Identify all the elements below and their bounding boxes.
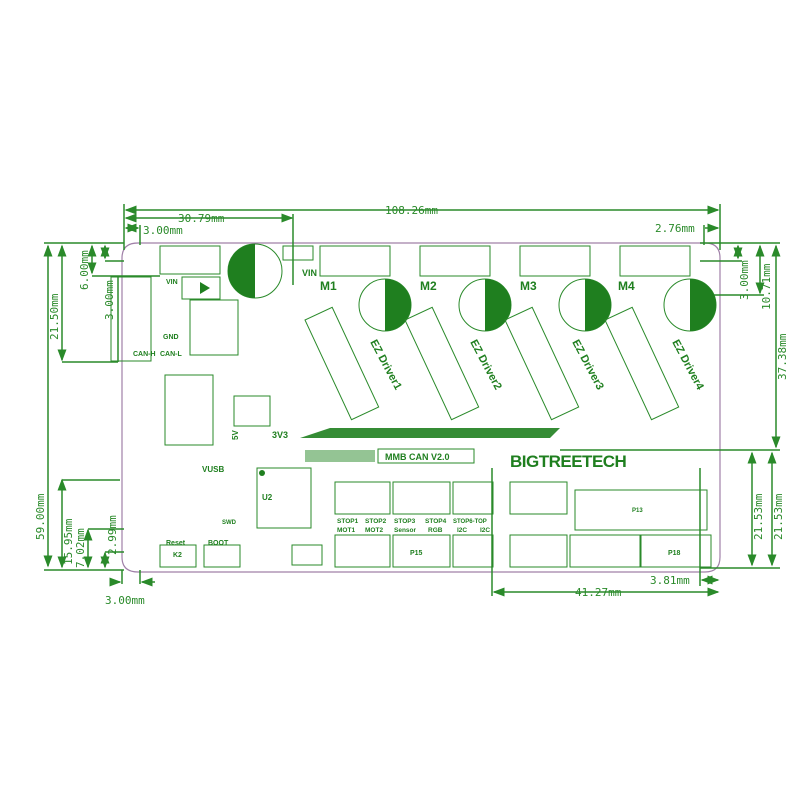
bottom-connectors: [334, 481, 712, 568]
label-swd: SWD: [222, 520, 237, 526]
label-m3: M3: [520, 279, 537, 293]
dim-left-3-00: 3.00mm: [103, 280, 116, 320]
label-mot1: MOT1: [337, 527, 355, 534]
board-name: MMB CAN V2.0: [385, 452, 450, 462]
dim-right-37-38: 37.38mm: [776, 333, 789, 380]
dim-bottom-15-95: 15.95mm: [62, 518, 75, 565]
dim-bottom-41-27: 41.27mm: [575, 586, 622, 599]
dim-left-margin-top: 3.00mm: [143, 224, 183, 237]
label-vusb: VUSB: [202, 465, 224, 474]
dim-left-21-50: 21.50mm: [48, 293, 61, 340]
driver-slots: [304, 306, 680, 421]
dim-right-3-00: 3.00mm: [738, 260, 751, 300]
label-stop4: STOP4: [425, 518, 447, 525]
label-m4: M4: [618, 279, 635, 293]
dim-total-width: 108.26mm: [385, 204, 438, 217]
dim-bottom-right-3-81: 3.81mm: [650, 574, 690, 587]
dimension-lines: [43, 204, 781, 597]
dim-right-21-53-b: 21.53mm: [772, 493, 785, 540]
label-stop6-top: STOP6-TOP: [453, 519, 487, 525]
label-stop2: STOP2: [365, 518, 387, 525]
board-outline: [121, 242, 721, 573]
dim-right-21-53-a: 21.53mm: [752, 493, 765, 540]
components: [110, 243, 717, 568]
dim-bottom-2-99: 2.99mm: [106, 515, 119, 555]
label-rgb: RGB: [428, 527, 443, 534]
dim-bottom-7-02: 7.02mm: [74, 528, 87, 568]
label-sensor: Sensor: [394, 527, 417, 534]
label-k2: K2: [173, 552, 182, 559]
label-can-l: CAN-L: [160, 351, 182, 358]
label-m1: M1: [320, 279, 337, 293]
label-stop3: STOP3: [394, 518, 416, 525]
label-vin-2: VIN: [302, 268, 317, 278]
dim-left-6-00: 6.00mm: [78, 250, 91, 290]
dim-right-margin-top: 2.76mm: [655, 222, 695, 235]
dim-right-10-71: 10.71mm: [760, 263, 773, 310]
label-boot: BOOT: [208, 540, 229, 547]
label-p13: P13: [632, 508, 643, 514]
board-labels: VIN VIN GND CAN-H CAN-L 5V 3V3 VUSB M1 M…: [133, 268, 706, 559]
label-stop1: STOP1: [337, 518, 359, 525]
label-gnd: GND: [163, 334, 179, 341]
dim-total-height: 59.00mm: [34, 493, 47, 540]
brand-logo: BIGTREETECH: [510, 452, 627, 471]
motor-connectors: [319, 245, 717, 332]
label-ez-driver2: EZ Driver2: [467, 338, 503, 392]
dim-bottom-left-3-00: 3.00mm: [105, 594, 145, 607]
label-p15: P15: [410, 550, 423, 557]
label-p18: P18: [668, 550, 681, 557]
label-5v: 5V: [231, 430, 240, 440]
dim-mount-x: 30.79mm: [178, 212, 225, 225]
label-3v3: 3V3: [272, 430, 288, 440]
label-reset: Reset: [166, 540, 186, 547]
dimension-labels: 108.26mm 30.79mm 3.00mm 2.76mm 59.00mm 2…: [34, 204, 789, 607]
label-m2: M2: [420, 279, 437, 293]
label-i2c-2: I2C: [480, 527, 490, 534]
label-ez-driver3: EZ Driver3: [569, 338, 605, 392]
label-ez-driver1: EZ Driver1: [367, 338, 403, 392]
label-i2c: I2C: [457, 527, 467, 534]
label-vin: VIN: [166, 279, 178, 286]
label-u2: U2: [262, 493, 273, 502]
label-can-h: CAN-H: [133, 351, 156, 358]
label-mot2: MOT2: [365, 527, 383, 534]
label-ez-driver4: EZ Driver4: [669, 338, 706, 393]
